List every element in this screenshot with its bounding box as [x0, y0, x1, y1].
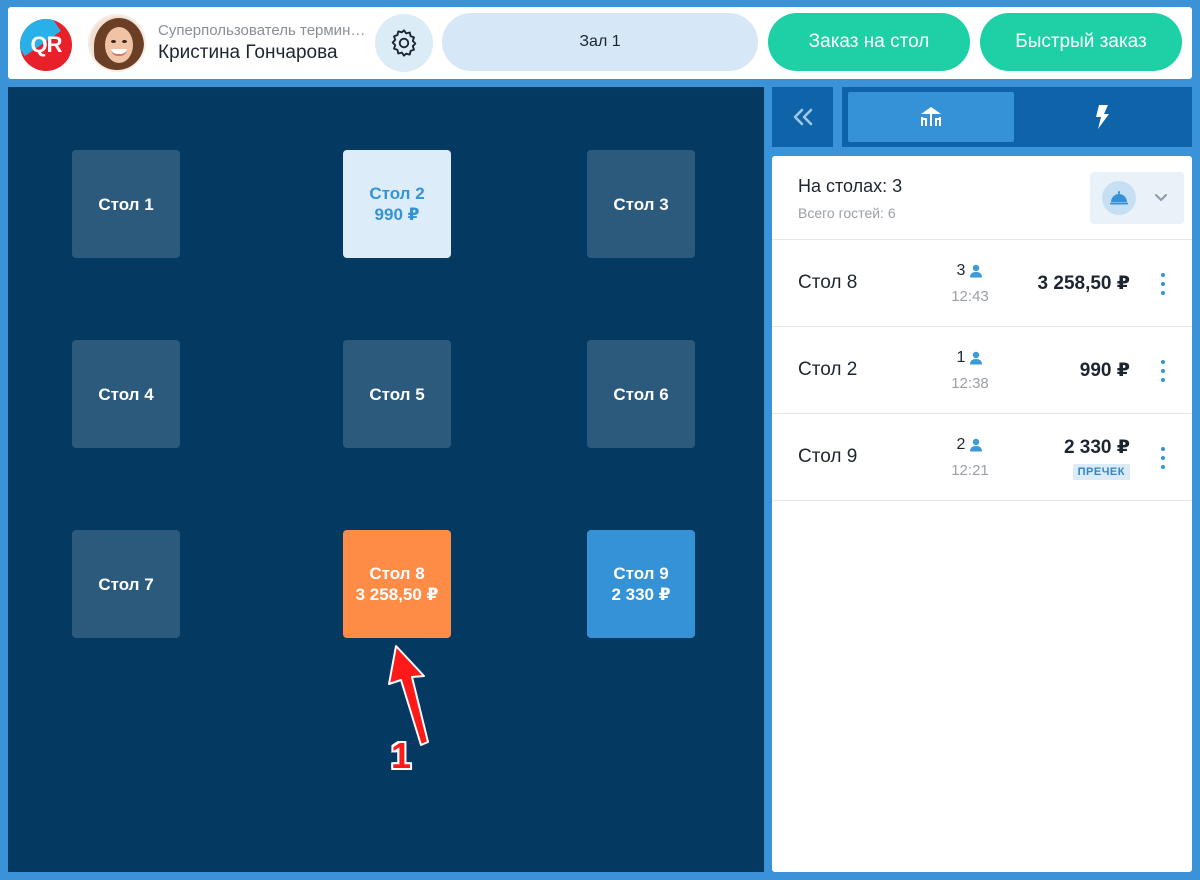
order-guests: 2 [946, 436, 994, 454]
order-row[interactable]: Стол 8 3 12:43 3 258,50 ₽ [772, 240, 1192, 327]
table-7[interactable]: Стол 7 [72, 530, 180, 638]
view-switcher [842, 87, 1192, 147]
table-name: Стол 8 [369, 564, 425, 583]
order-table-name: Стол 8 [798, 272, 858, 293]
person-icon [970, 351, 983, 365]
user-name: Кристина Гончарова [158, 42, 338, 63]
order-row[interactable]: Стол 2 1 12:38 990 ₽ [772, 327, 1192, 414]
order-to-table-button[interactable]: Заказ на стол [768, 13, 970, 71]
order-sum: 3 258,50 ₽ [1037, 273, 1130, 294]
orders-summary: На столах: 3 Всего гостей: 6 [772, 156, 1192, 240]
table-5[interactable]: Стол 5 [343, 340, 451, 448]
order-sum: 2 330 ₽ [1063, 437, 1130, 458]
table-amount: 3 258,50 ₽ [355, 585, 439, 604]
order-more-button[interactable] [1158, 447, 1168, 469]
tab-quick[interactable] [1018, 92, 1186, 142]
table-1[interactable]: Стол 1 [72, 150, 180, 258]
order-time: 12:43 [951, 288, 989, 305]
order-guests: 3 [946, 262, 994, 280]
hall-floor: Стол 1 Стол 2 990 ₽ Стол 3 Стол 4 Стол 5… [8, 87, 764, 872]
hall-selector[interactable]: Зал 1 [442, 13, 758, 71]
table-amount: 2 330 ₽ [611, 585, 671, 604]
table-name: Стол 1 [98, 194, 154, 214]
table-3[interactable]: Стол 3 [587, 150, 695, 258]
cloche-icon [1110, 191, 1128, 205]
order-table-name: Стол 2 [798, 359, 858, 380]
settings-button[interactable] [375, 14, 433, 72]
guest-count: 1 [956, 349, 966, 366]
logo-text: QR [30, 32, 63, 57]
orders-panel: На столах: 3 Всего гостей: 6 Стол 8 3 12… [772, 156, 1192, 872]
table-2[interactable]: Стол 2 990 ₽ [343, 150, 451, 258]
table-name: Стол 7 [98, 574, 154, 594]
table-8[interactable]: Стол 8 3 258,50 ₽ [343, 530, 451, 638]
lightning-icon [1096, 105, 1109, 129]
person-icon [970, 438, 983, 452]
annotation-number: 1 [390, 735, 412, 776]
guest-count: 2 [956, 436, 966, 453]
table-name: Стол 4 [98, 384, 154, 404]
table-6[interactable]: Стол 6 [587, 340, 695, 448]
order-guests: 1 [946, 349, 994, 367]
order-row[interactable]: Стол 9 2 12:21 2 330 ₽ ПРЕЧЕК [772, 414, 1192, 501]
order-time: 12:21 [951, 462, 989, 479]
table-name: Стол 6 [613, 384, 669, 404]
quick-order-button[interactable]: Быстрый заказ [980, 13, 1182, 71]
table-4[interactable]: Стол 4 [72, 340, 180, 448]
avatar[interactable] [88, 14, 146, 72]
table-name: Стол 9 [613, 564, 669, 583]
tab-tables[interactable] [848, 92, 1014, 142]
order-more-button[interactable] [1158, 360, 1168, 382]
top-bar: QR Суперпользователь терминала Кристина … [8, 7, 1192, 79]
precheck-badge: ПРЕЧЕК [1072, 464, 1130, 480]
user-role: Суперпользователь терминала [158, 22, 368, 39]
order-table-name: Стол 9 [798, 446, 858, 467]
table-name: Стол 3 [613, 194, 669, 214]
collapse-button[interactable] [772, 87, 833, 147]
double-chevron-left-icon [793, 108, 812, 126]
gear-icon [391, 29, 417, 57]
order-time: 12:38 [951, 375, 989, 392]
table-9[interactable]: Стол 9 2 330 ₽ [587, 530, 695, 638]
order-more-button[interactable] [1158, 273, 1168, 295]
table-amount: 990 ₽ [374, 205, 420, 224]
filter-dropdown[interactable] [1090, 172, 1184, 224]
on-tables-count: На столах: 3 [798, 176, 903, 196]
app-logo: QR [20, 19, 72, 71]
order-sum: 990 ₽ [1079, 360, 1130, 381]
guest-count: 3 [956, 262, 966, 279]
guests-total: Всего гостей: 6 [798, 205, 896, 221]
tables-icon [921, 107, 941, 126]
table-name: Стол 5 [369, 384, 425, 404]
person-icon [970, 264, 983, 278]
chevron-down-icon [1155, 194, 1167, 201]
table-name: Стол 2 [369, 184, 425, 203]
